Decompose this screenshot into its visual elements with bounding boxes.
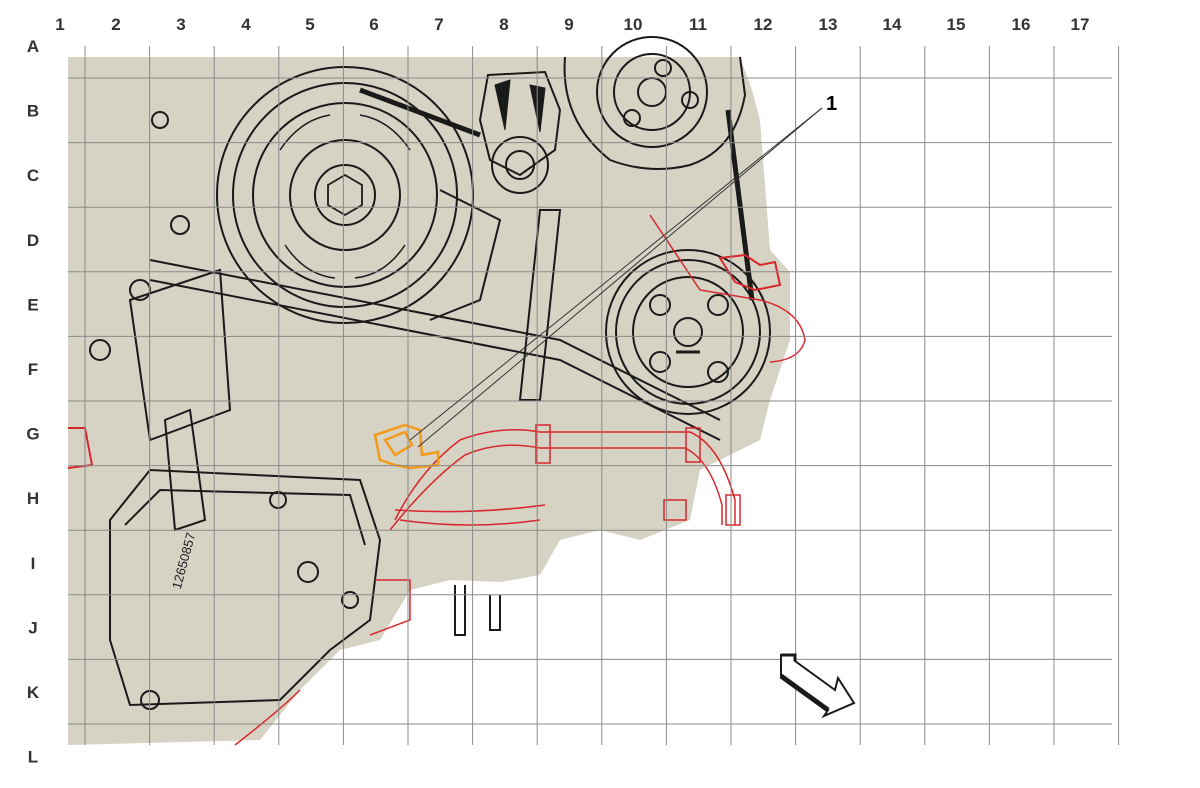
column-label-10: 10 — [624, 15, 643, 34]
direction-arrow-icon — [779, 653, 856, 719]
drive-belt — [359, 87, 755, 301]
row-label-E: E — [27, 295, 38, 314]
row-label-K: K — [27, 683, 40, 702]
row-label-H: H — [27, 489, 39, 508]
column-label-4: 4 — [241, 15, 251, 34]
column-label-7: 7 — [434, 15, 443, 34]
highlighted-component — [373, 423, 440, 470]
row-label-I: I — [31, 554, 36, 573]
related-hose-assembly — [67, 214, 806, 746]
row-labels: A B C D E F G H I J K L — [26, 37, 39, 767]
row-label-B: B — [27, 102, 39, 121]
column-label-6: 6 — [369, 15, 378, 34]
crankshaft-pulley — [216, 66, 474, 324]
column-label-9: 9 — [564, 15, 573, 34]
coordinate-grid — [68, 46, 1120, 745]
ac-compressor-pulley — [605, 249, 771, 415]
column-label-1: 1 — [55, 15, 64, 34]
row-label-J: J — [28, 618, 37, 637]
column-label-12: 12 — [754, 15, 773, 34]
starter-motor — [89, 111, 232, 532]
belt-tensioner — [478, 70, 562, 194]
row-label-G: G — [26, 425, 39, 444]
row-label-F: F — [28, 360, 38, 379]
column-label-15: 15 — [947, 15, 966, 34]
mounting-studs — [454, 585, 501, 636]
callout-leader-line-b — [417, 107, 823, 448]
row-label-D: D — [27, 231, 39, 250]
callout-leader-line-a — [409, 107, 823, 441]
column-label-2: 2 — [111, 15, 120, 34]
row-label-A: A — [27, 37, 39, 56]
callout-number: 1 — [826, 93, 837, 115]
row-label-C: C — [27, 166, 39, 185]
column-label-17: 17 — [1071, 15, 1090, 34]
column-label-13: 13 — [819, 15, 838, 34]
column-label-5: 5 — [305, 15, 314, 34]
column-label-14: 14 — [883, 15, 902, 34]
engine-drawing: 12650857 — [68, 36, 790, 745]
column-label-11: 11 — [689, 15, 707, 34]
column-label-16: 16 — [1012, 15, 1031, 34]
row-label-L: L — [28, 748, 38, 767]
column-label-8: 8 — [499, 15, 508, 34]
callout-1: 1 — [409, 93, 837, 448]
column-label-3: 3 — [176, 15, 185, 34]
